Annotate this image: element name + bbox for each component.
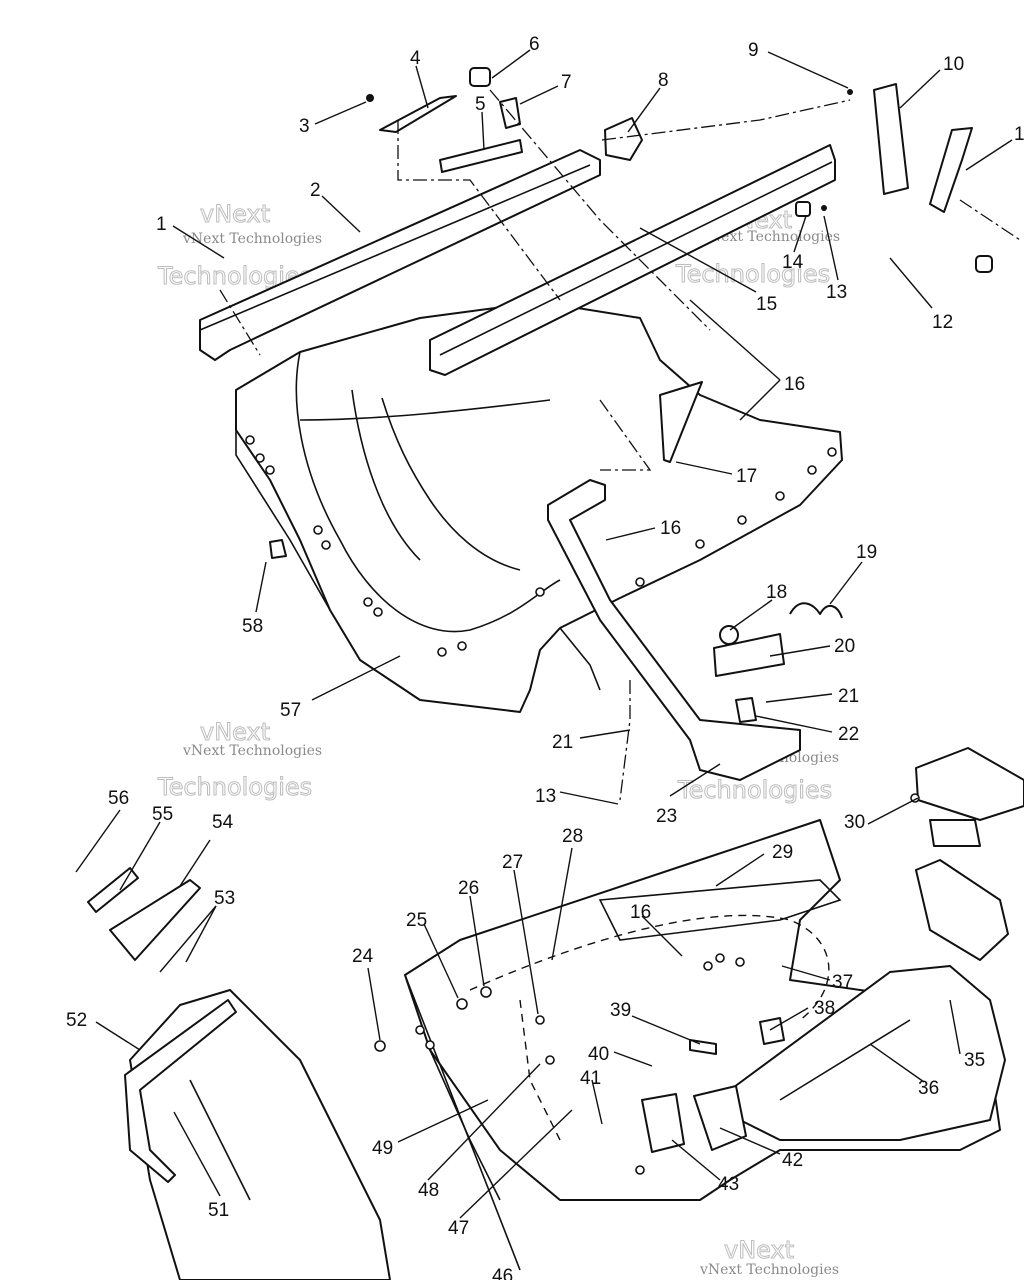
callout-49: 49	[372, 1138, 393, 1159]
callout-3: 3	[299, 116, 310, 137]
watermark-bottom-right: vNext vNext Technologies	[699, 1236, 839, 1279]
callout-51: 51	[208, 1200, 229, 1221]
callout-14: 14	[782, 252, 804, 273]
svg-text:Technologies: Technologies	[675, 260, 830, 288]
svg-text:vNext: vNext	[200, 200, 270, 228]
callout-56: 56	[108, 788, 129, 809]
rail-15	[429, 144, 836, 376]
callout-20: 20	[834, 636, 855, 657]
callout-30: 30	[844, 812, 865, 833]
callout-13-top: 13	[826, 282, 847, 303]
callout-41: 41	[580, 1068, 601, 1089]
watermark-top-left: vNext vNext Technologies Technologies	[157, 200, 323, 291]
callout-54: 54	[212, 812, 234, 833]
callout-47: 47	[448, 1218, 469, 1239]
callout-9: 9	[748, 40, 759, 61]
svg-text:Technologies: Technologies	[677, 776, 832, 804]
callout-16-lower: 16	[630, 902, 651, 923]
svg-text:vNext Technologies: vNext Technologies	[182, 743, 322, 759]
leader-lines	[75, 49, 1013, 1219]
callout-26: 26	[458, 878, 479, 899]
callout-6: 6	[529, 34, 540, 55]
callout-25: 25	[406, 910, 427, 931]
callout-21-right: 21	[838, 686, 859, 707]
svg-text:vNext: vNext	[200, 718, 270, 746]
assembly-centerlines	[219, 89, 1021, 801]
callout-55: 55	[152, 804, 173, 825]
callout-38: 38	[814, 998, 835, 1019]
callout-29: 29	[772, 842, 793, 863]
callout-58: 58	[242, 616, 263, 637]
callout-57: 57	[280, 700, 301, 721]
lower-hardware	[641, 747, 1024, 1153]
callout-52: 52	[66, 1010, 87, 1031]
callout-10: 10	[943, 54, 964, 75]
callout-19: 19	[856, 542, 877, 563]
watermark-top-right: vNext vNext Technologies Technologies	[675, 206, 841, 289]
callout-40: 40	[588, 1044, 609, 1065]
callout-7: 7	[561, 72, 572, 93]
callout-27: 27	[502, 852, 523, 873]
callout-53: 53	[214, 888, 235, 909]
callout-28: 28	[562, 826, 583, 847]
callout-21-left: 21	[552, 732, 573, 753]
svg-text:vNext Technologies: vNext Technologies	[699, 1262, 839, 1278]
callout-5: 5	[475, 94, 486, 115]
callout-43: 43	[718, 1174, 739, 1195]
watermark-middle-left: vNext vNext Technologies Technologies	[157, 718, 323, 802]
callout-23: 23	[656, 806, 677, 827]
callout-39: 39	[610, 1000, 631, 1021]
callout-8: 8	[658, 70, 669, 91]
callout-24: 24	[352, 946, 374, 967]
callout-labels: 1 2 3 4 5 6 7 8 9 10 1 12 13 14 15 16 17…	[66, 34, 1024, 1280]
bumper-51-52	[87, 867, 391, 1280]
callout-36: 36	[918, 1078, 939, 1099]
side-panel-35	[729, 965, 1006, 1141]
callout-13-bottom: 13	[535, 786, 556, 807]
callout-16-mid: 16	[660, 518, 681, 539]
callout-15: 15	[756, 294, 777, 315]
svg-text:vNext Technologies: vNext Technologies	[700, 229, 840, 245]
top-hardware	[269, 67, 993, 723]
callout-35: 35	[964, 1050, 985, 1071]
callout-48: 48	[418, 1180, 439, 1201]
callout-16-top: 16	[784, 374, 805, 395]
callout-4: 4	[410, 48, 421, 69]
bracket-23	[547, 479, 801, 781]
svg-text:vNext Technologies: vNext Technologies	[182, 231, 322, 247]
callout-37: 37	[832, 972, 853, 993]
callout-2: 2	[310, 180, 321, 201]
callout-12: 12	[932, 312, 953, 333]
fastener-holes	[245, 89, 920, 1175]
callout-1: 1	[156, 214, 167, 235]
callout-18: 18	[766, 582, 787, 603]
svg-text:vNext: vNext	[724, 1236, 794, 1264]
rail-2	[199, 149, 601, 361]
callout-22: 22	[838, 724, 859, 745]
svg-text:Technologies: Technologies	[157, 773, 312, 801]
callout-42: 42	[782, 1150, 803, 1171]
callout-17: 17	[736, 466, 757, 487]
callout-11: 1	[1014, 124, 1024, 145]
callout-46: 46	[492, 1266, 513, 1280]
